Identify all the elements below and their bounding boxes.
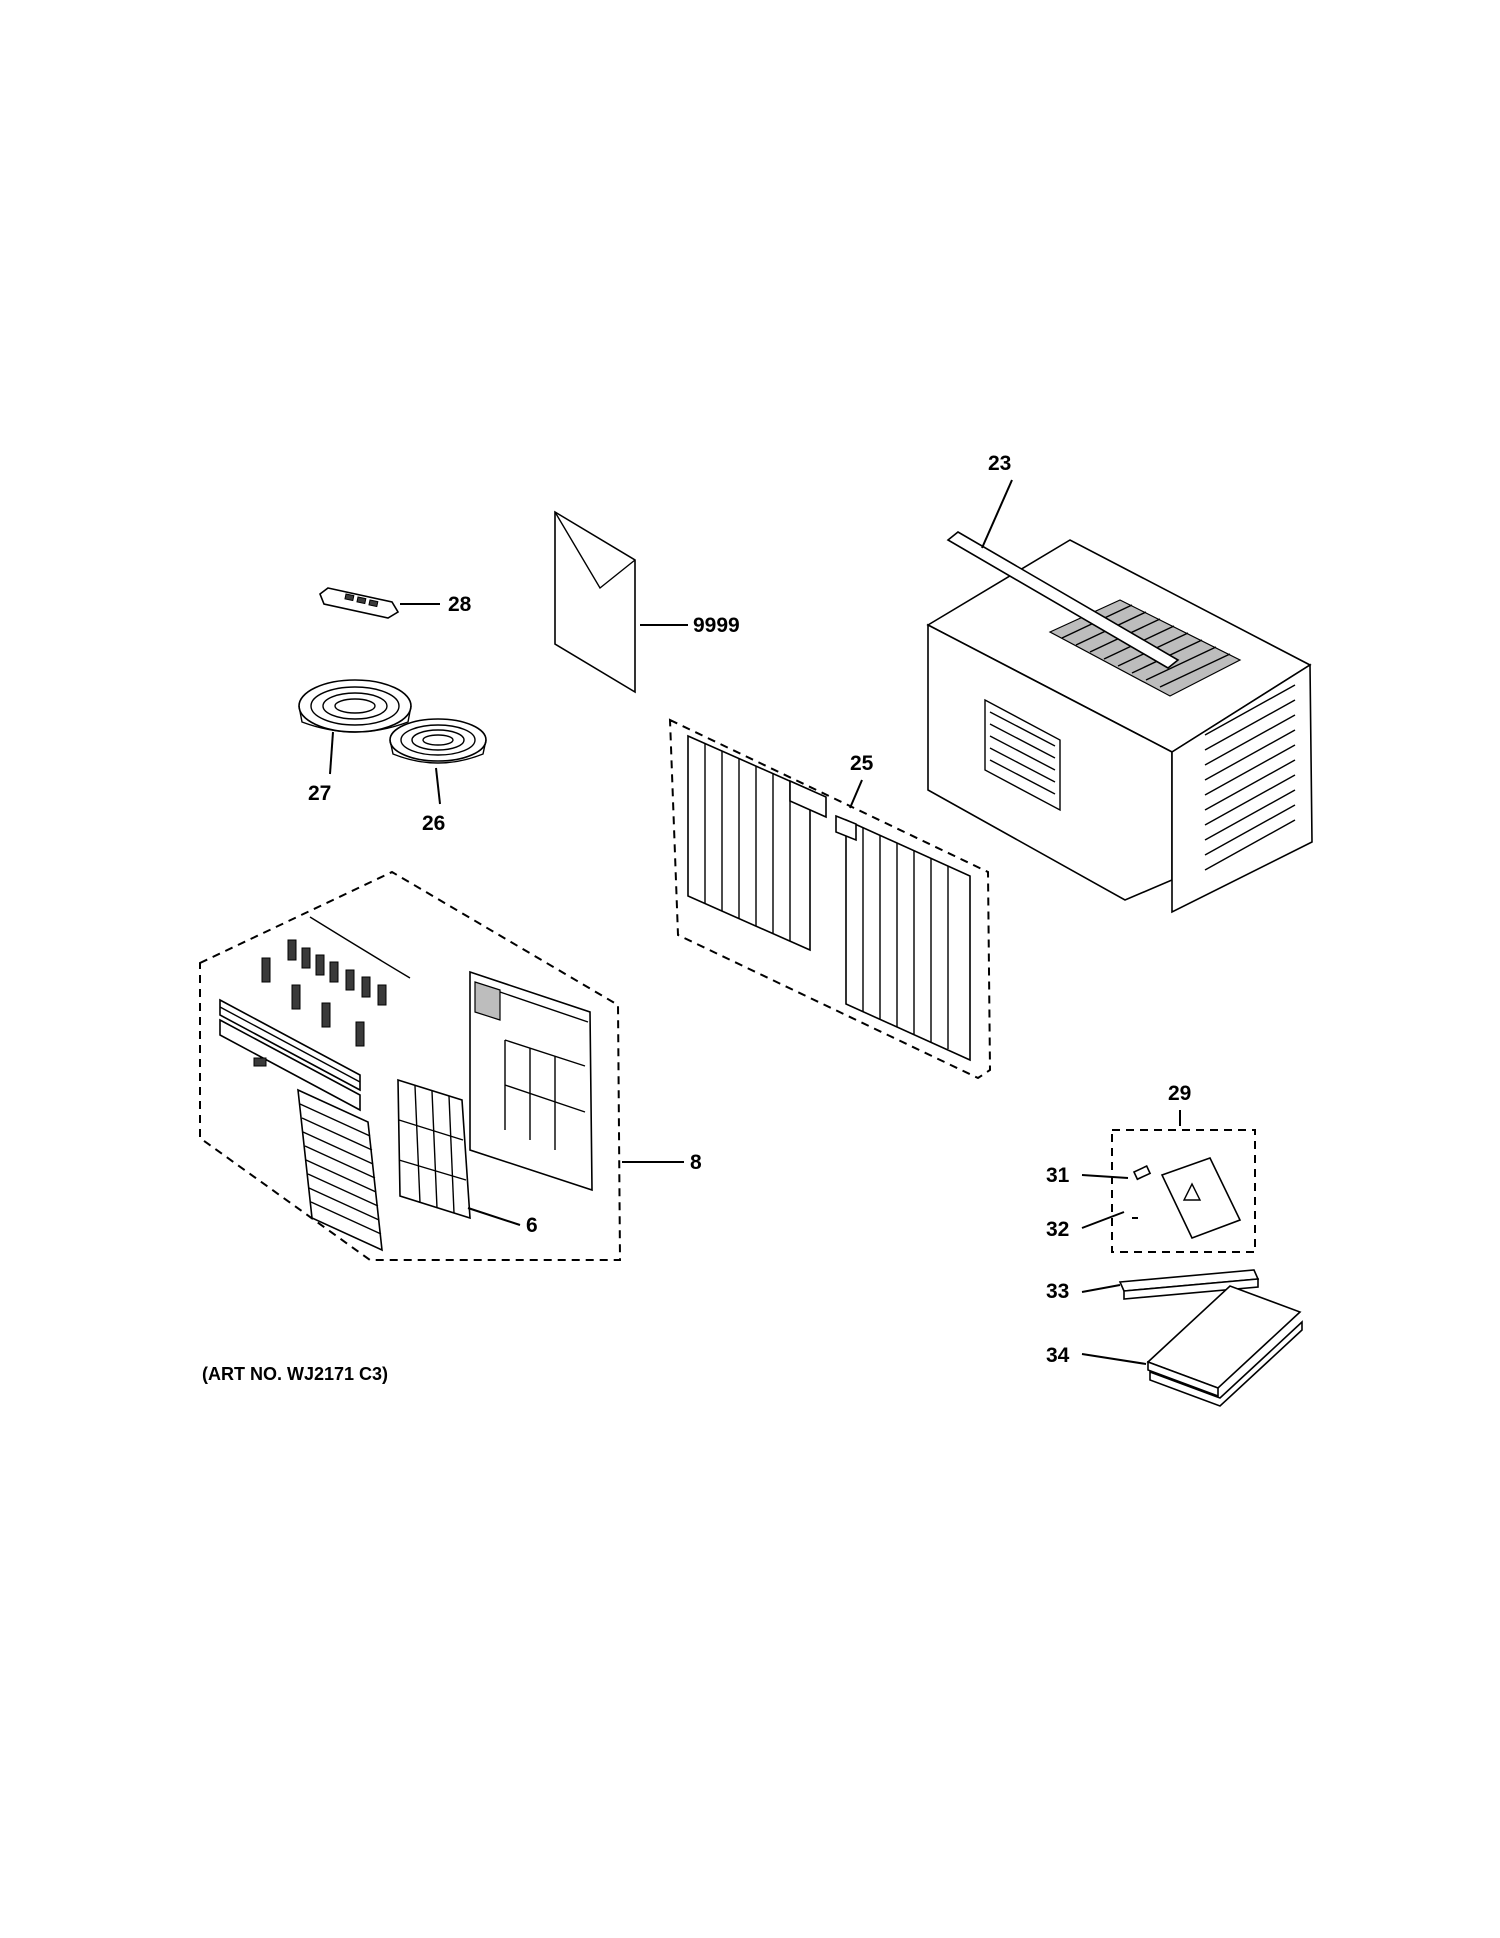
callout-8: 8 <box>690 1151 702 1174</box>
callout-25: 25 <box>850 752 874 775</box>
callout-32: 32 <box>1046 1218 1069 1241</box>
cabinet-case-part: 23 <box>926 452 1313 914</box>
remote-control-part: 28 <box>319 587 472 619</box>
front-panel-assembly-part: 8 6 <box>199 870 702 1261</box>
side-curtain-panels-part: 25 <box>668 718 992 1080</box>
callout-23: 23 <box>988 452 1011 475</box>
foam-seal-27-part: 27 <box>298 679 412 805</box>
callout-9999: 9999 <box>693 614 740 637</box>
side-panel-part: 34 <box>1046 1285 1303 1407</box>
callout-33: 33 <box>1046 1280 1069 1303</box>
owner-manual-part: 9999 <box>554 510 740 694</box>
callout-6: 6 <box>526 1214 538 1237</box>
art-number-label: (ART NO. WJ2171 C3) <box>202 1364 388 1384</box>
foam-seal-26-part: 26 <box>389 718 487 835</box>
callout-27: 27 <box>308 782 331 805</box>
window-rail-part: 33 <box>1046 1269 1260 1303</box>
callout-26: 26 <box>422 812 445 835</box>
callout-34: 34 <box>1046 1344 1070 1367</box>
callout-28: 28 <box>448 593 472 616</box>
callout-29: 29 <box>1168 1082 1191 1105</box>
callout-31: 31 <box>1046 1164 1070 1187</box>
hardware-kit-part: 29 31 32 <box>1046 1082 1256 1253</box>
